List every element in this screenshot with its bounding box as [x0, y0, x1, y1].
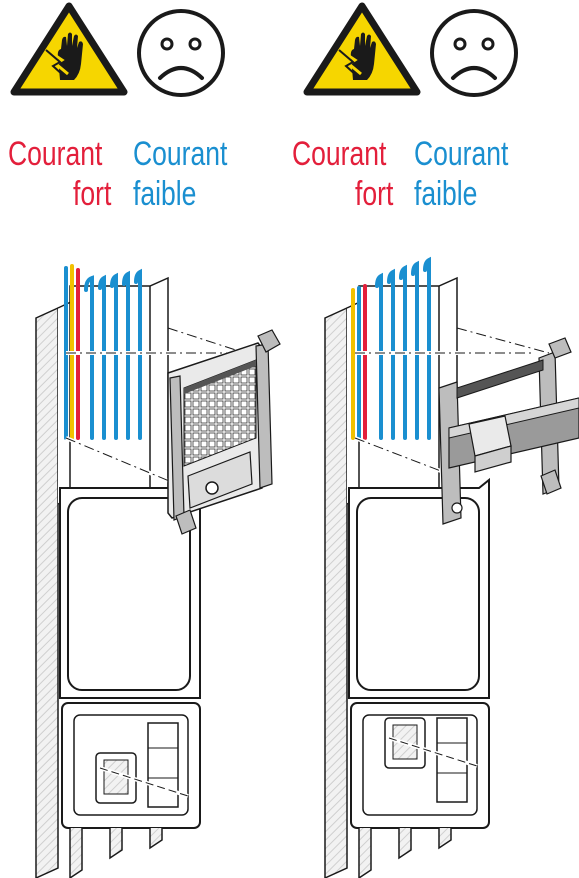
wall-box-illustration: [35, 264, 281, 878]
panel-left: Courant fort Courant faible: [8, 2, 281, 878]
strong-current-label-line1: Courant: [292, 135, 387, 173]
weak-current-label-line2: faible: [133, 175, 197, 213]
sad-face-icon: [137, 9, 225, 97]
strong-current-label-line1: Courant: [8, 135, 103, 173]
panel-right: Courant fort Courant faible: [289, 0, 579, 878]
weak-current-label-line1: Courant: [133, 135, 228, 173]
sad-face-icon: [430, 9, 518, 97]
wires: [351, 256, 431, 440]
electric-shock-warning-icon: [303, 2, 421, 96]
strong-current-label-line2: fort: [73, 175, 112, 213]
wall-box-illustration: [324, 256, 579, 878]
rail-mounting-frame: [438, 337, 579, 525]
strong-current-label-line2: fort: [355, 175, 394, 213]
mounting-frame: [167, 329, 281, 535]
weak-current-label-line1: Courant: [414, 135, 509, 173]
weak-current-label-line2: faible: [414, 175, 478, 213]
electric-shock-warning-icon: [10, 2, 128, 96]
